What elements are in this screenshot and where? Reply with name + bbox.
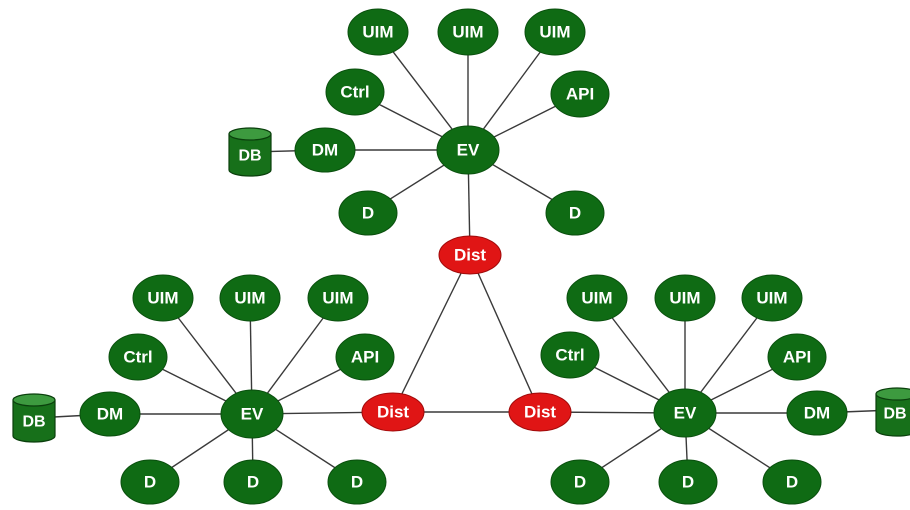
right-ev-node: EV [653,388,717,438]
right-uim-node-2: UIM [654,274,716,322]
right-dist-node: Dist [508,392,572,432]
top-ctrl-node: Ctrl [325,68,385,116]
right-ctrl-node: Ctrl [540,331,600,379]
cluster-left: UIM UIM UIM Ctrl API EV DM DB [12,274,425,505]
left-uim-node-3: UIM [307,274,369,322]
top-uim-node-1: UIM [347,8,409,56]
left-d-label-1: D [144,473,156,492]
top-d-node-2: D [545,190,605,236]
right-d-node-2: D [658,459,718,505]
top-ev-node: EV [436,125,500,175]
left-db-icon: DB [12,393,56,443]
right-uim-label-1: UIM [581,289,612,308]
left-d-node-1: D [120,459,180,505]
edge-dist-top-left [392,254,471,413]
right-d-label-1: D [574,473,586,492]
right-dm-label: DM [804,404,830,423]
left-d-node-2: D [223,459,283,505]
right-api-node: API [767,333,827,381]
right-d-label-2: D [682,473,694,492]
left-ev-node: EV [220,389,284,439]
left-dist-node: Dist [361,392,425,432]
top-ctrl-label: Ctrl [340,83,369,102]
right-uim-label-3: UIM [756,289,787,308]
left-uim-label-2: UIM [234,289,265,308]
cluster-right: UIM UIM UIM Ctrl API EV DM DB [508,274,910,505]
right-d-node-1: D [550,459,610,505]
right-d-label-3: D [786,473,798,492]
top-uim-label-3: UIM [539,23,570,42]
top-uim-label-2: UIM [452,23,483,42]
top-dist-node: Dist [438,235,502,275]
top-uim-node-3: UIM [524,8,586,56]
top-api-label: API [566,85,594,104]
left-dist-label: Dist [377,403,409,422]
top-db-label: DB [238,148,261,165]
top-d-node-1: D [338,190,398,236]
left-d-label-3: D [351,473,363,492]
top-uim-label-1: UIM [362,23,393,42]
left-d-node-3: D [327,459,387,505]
top-api-node: API [550,70,610,118]
right-d-node-3: D [762,459,822,505]
left-uim-label-3: UIM [322,289,353,308]
left-d-label-2: D [247,473,259,492]
top-uim-node-2: UIM [437,8,499,56]
left-dm-label: DM [97,405,123,424]
right-ctrl-label: Ctrl [555,346,584,365]
right-dist-label: Dist [524,403,556,422]
top-ev-label: EV [457,141,480,160]
left-uim-node-2: UIM [219,274,281,322]
right-db-label: DB [883,406,906,423]
left-db-label: DB [22,414,45,431]
edge-dist-top-right [469,254,541,413]
right-db-icon: DB [875,387,910,437]
top-dm-node: DM [294,127,356,173]
left-dm-node: DM [79,391,141,437]
right-dm-node: DM [786,390,848,436]
left-ev-label: EV [241,405,264,424]
left-api-node: API [335,333,395,381]
left-ctrl-node: Ctrl [108,333,168,381]
right-uim-node-1: UIM [566,274,628,322]
right-uim-node-3: UIM [741,274,803,322]
top-d-label-2: D [569,204,581,223]
top-db-icon: DB [228,127,272,177]
top-dist-label: Dist [454,246,486,265]
left-api-label: API [351,348,379,367]
left-uim-label-1: UIM [147,289,178,308]
left-ctrl-label: Ctrl [123,348,152,367]
right-ev-label: EV [674,404,697,423]
top-d-label-1: D [362,204,374,223]
left-uim-node-1: UIM [132,274,194,322]
right-api-label: API [783,348,811,367]
cluster-top: UIM UIM UIM Ctrl API EV DM DB [228,8,610,275]
top-dm-label: DM [312,141,338,160]
right-uim-label-2: UIM [669,289,700,308]
